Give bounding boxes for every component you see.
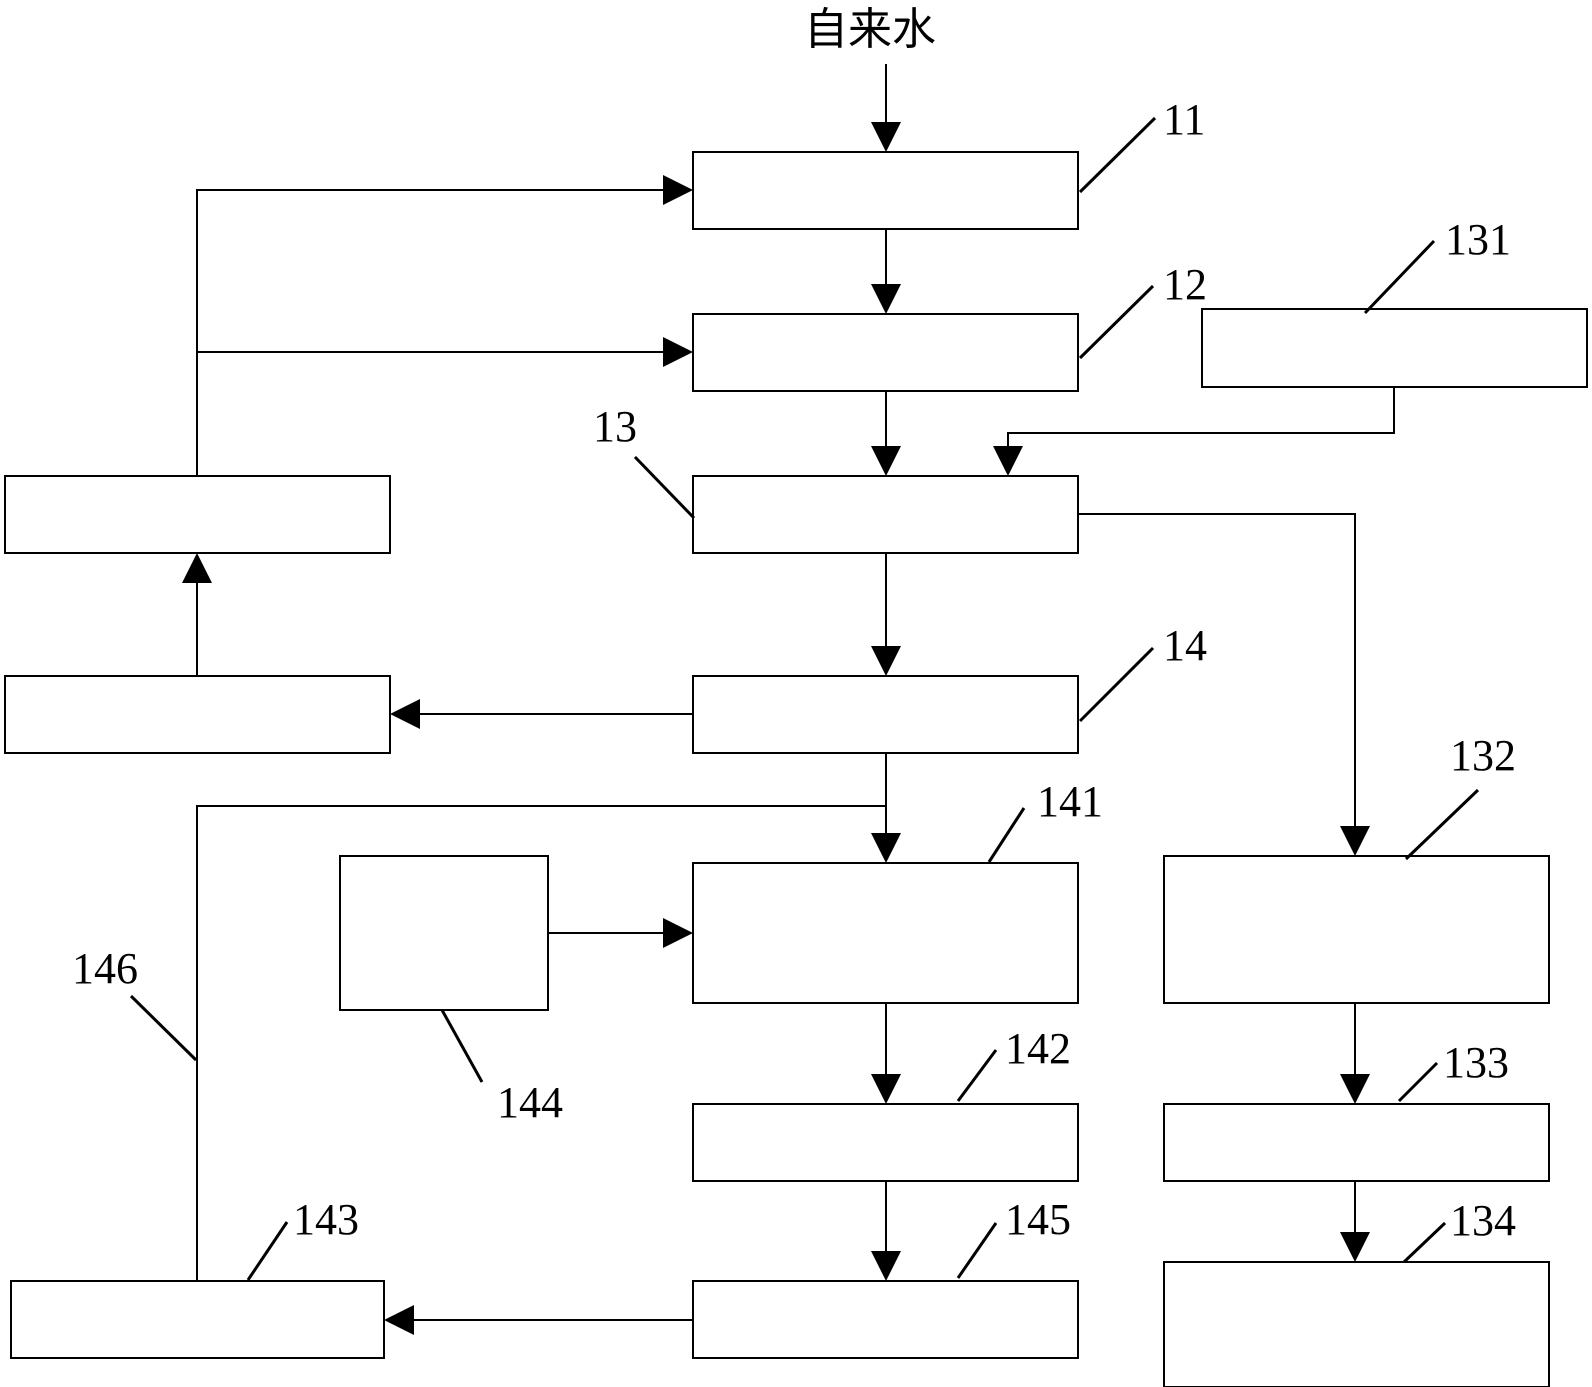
ref-label-13: 13 [593, 402, 637, 451]
arrowhead [390, 699, 420, 729]
arrowhead [871, 833, 901, 863]
leader-14 [1078, 646, 1155, 723]
leader-146 [129, 994, 198, 1062]
ref-label-134: 134 [1450, 1196, 1516, 1245]
box-143 [10, 1280, 385, 1359]
arrowhead [1340, 1074, 1370, 1104]
arrowhead [871, 446, 901, 476]
ref-label-141: 141 [1037, 777, 1103, 826]
arrowhead [871, 646, 901, 676]
leader-144 [440, 1009, 484, 1083]
ref-label-145: 145 [1005, 1195, 1071, 1244]
arrowhead [1340, 1232, 1370, 1262]
box-133 [1163, 1103, 1550, 1182]
leader-134 [1402, 1221, 1447, 1264]
arrow-left-upper-to-11 [196, 189, 663, 476]
leader-143 [246, 1221, 289, 1281]
input-label-tap-water: 自来水 [804, 4, 936, 55]
box-132 [1163, 855, 1550, 1004]
ref-label-142: 142 [1005, 1024, 1071, 1073]
leader-131 [1363, 239, 1436, 315]
arrowhead [871, 284, 901, 314]
arrowhead [1340, 826, 1370, 856]
leader-133 [1397, 1061, 1439, 1103]
ref-label-131: 131 [1445, 215, 1511, 264]
box-12 [692, 313, 1079, 392]
leader-145 [956, 1222, 998, 1279]
box-11 [692, 151, 1079, 230]
arrowhead [871, 122, 901, 152]
box-144 [339, 855, 549, 1011]
leader-132 [1404, 788, 1480, 861]
arrowhead [384, 1305, 414, 1335]
ref-label-14: 14 [1163, 621, 1207, 670]
recycle-line-146 [196, 805, 886, 1281]
arrowhead [663, 337, 693, 367]
arrowhead [993, 446, 1023, 476]
ref-label-144: 144 [497, 1078, 563, 1127]
ref-label-12: 12 [1163, 260, 1207, 309]
leader-12 [1078, 284, 1155, 360]
leader-11 [1078, 116, 1157, 194]
arrow-131-to-13 [1007, 387, 1395, 446]
box-131 [1201, 308, 1588, 388]
arrowhead [663, 175, 693, 205]
box-14 [692, 675, 1079, 754]
box-13 [692, 475, 1079, 554]
ref-label-143: 143 [293, 1195, 359, 1244]
box-145 [692, 1280, 1079, 1359]
ref-label-133: 133 [1443, 1038, 1509, 1087]
leader-141 [987, 807, 1026, 863]
ref-label-146: 146 [72, 944, 138, 993]
ref-label-132: 132 [1450, 731, 1516, 780]
leader-142 [956, 1049, 998, 1102]
box-left-lower [4, 675, 391, 754]
arrowhead [663, 918, 693, 948]
arrowhead [871, 1251, 901, 1281]
ref-label-11: 11 [1163, 95, 1205, 144]
leader-13 [633, 455, 696, 520]
arrowhead [182, 553, 212, 583]
arrow-13-to-132 [1078, 513, 1356, 826]
box-142 [692, 1103, 1079, 1182]
box-left-upper [4, 475, 391, 554]
box-134 [1163, 1261, 1550, 1387]
arrowhead [871, 1074, 901, 1104]
box-141 [692, 862, 1079, 1004]
